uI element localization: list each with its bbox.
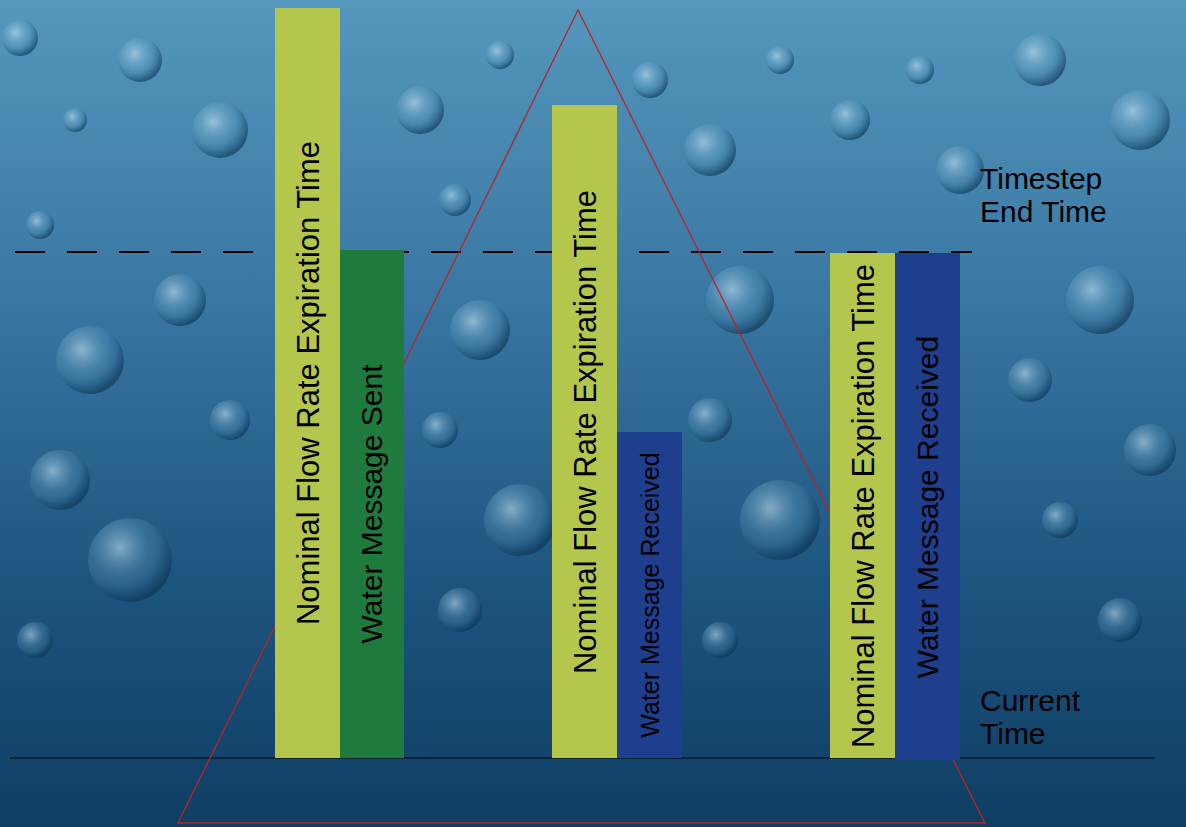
bar-text: Water Message Sent bbox=[357, 364, 387, 643]
expiration-bar: Nominal Flow Rate Expiration Time bbox=[552, 105, 617, 758]
expiration-bar: Nominal Flow Rate Expiration Time bbox=[275, 8, 340, 758]
bar-text: Water Message Received bbox=[913, 335, 943, 677]
bar-text: Nominal Flow Rate Expiration Time bbox=[292, 141, 323, 625]
expiration-bar: Nominal Flow Rate Expiration Time bbox=[830, 253, 895, 758]
sent-bar: Water Message Sent bbox=[340, 250, 404, 758]
bar-text: Nominal Flow Rate Expiration Time bbox=[847, 263, 878, 747]
current-time-label: Current Time bbox=[980, 684, 1140, 750]
received-bar: Water Message Received bbox=[617, 432, 682, 758]
bar-text: Nominal Flow Rate Expiration Time bbox=[569, 189, 600, 673]
timestep-end-label: Timestep End Time bbox=[980, 162, 1140, 228]
received-bar: Water Message Received bbox=[895, 253, 960, 760]
timestep-end-line bbox=[15, 251, 972, 253]
bar-text: Water Message Received bbox=[637, 452, 662, 737]
